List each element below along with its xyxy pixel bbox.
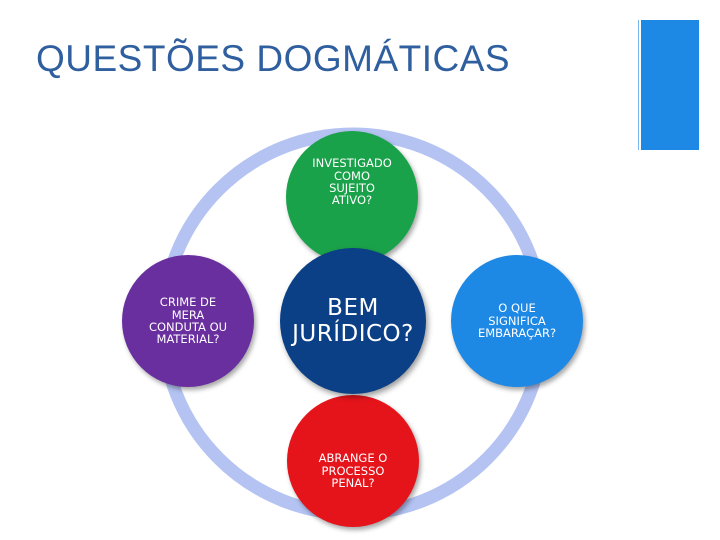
node-crime-mera-conduta: CRIME DE MERA CONDUTA OU MATERIAL? (122, 255, 254, 387)
corner-accent-edge (638, 20, 639, 150)
node-investigado-label: INVESTIGADO COMO SUJEITO ATIVO? (312, 156, 392, 208)
node-crime-mera-conduta-label: CRIME DE MERA CONDUTA OU MATERIAL? (148, 295, 228, 347)
node-bem-juridico-label: BEM JURÍDICO? (292, 294, 414, 347)
node-bem-juridico: BEM JURÍDICO? (280, 248, 426, 394)
slide-title: QUESTÕES DOGMÁTICAS (36, 38, 511, 79)
node-embaracar: O QUE SIGNIFICA EMBARAÇAR? (451, 255, 583, 387)
node-embaracar-label: O QUE SIGNIFICA EMBARAÇAR? (477, 301, 557, 341)
node-processo-penal: ABRANGE O PROCESSO PENAL? (287, 395, 419, 527)
node-investigado: INVESTIGADO COMO SUJEITO ATIVO? (286, 131, 418, 263)
node-processo-penal-label: ABRANGE O PROCESSO PENAL? (318, 451, 388, 491)
corner-accent-bar (641, 20, 699, 150)
